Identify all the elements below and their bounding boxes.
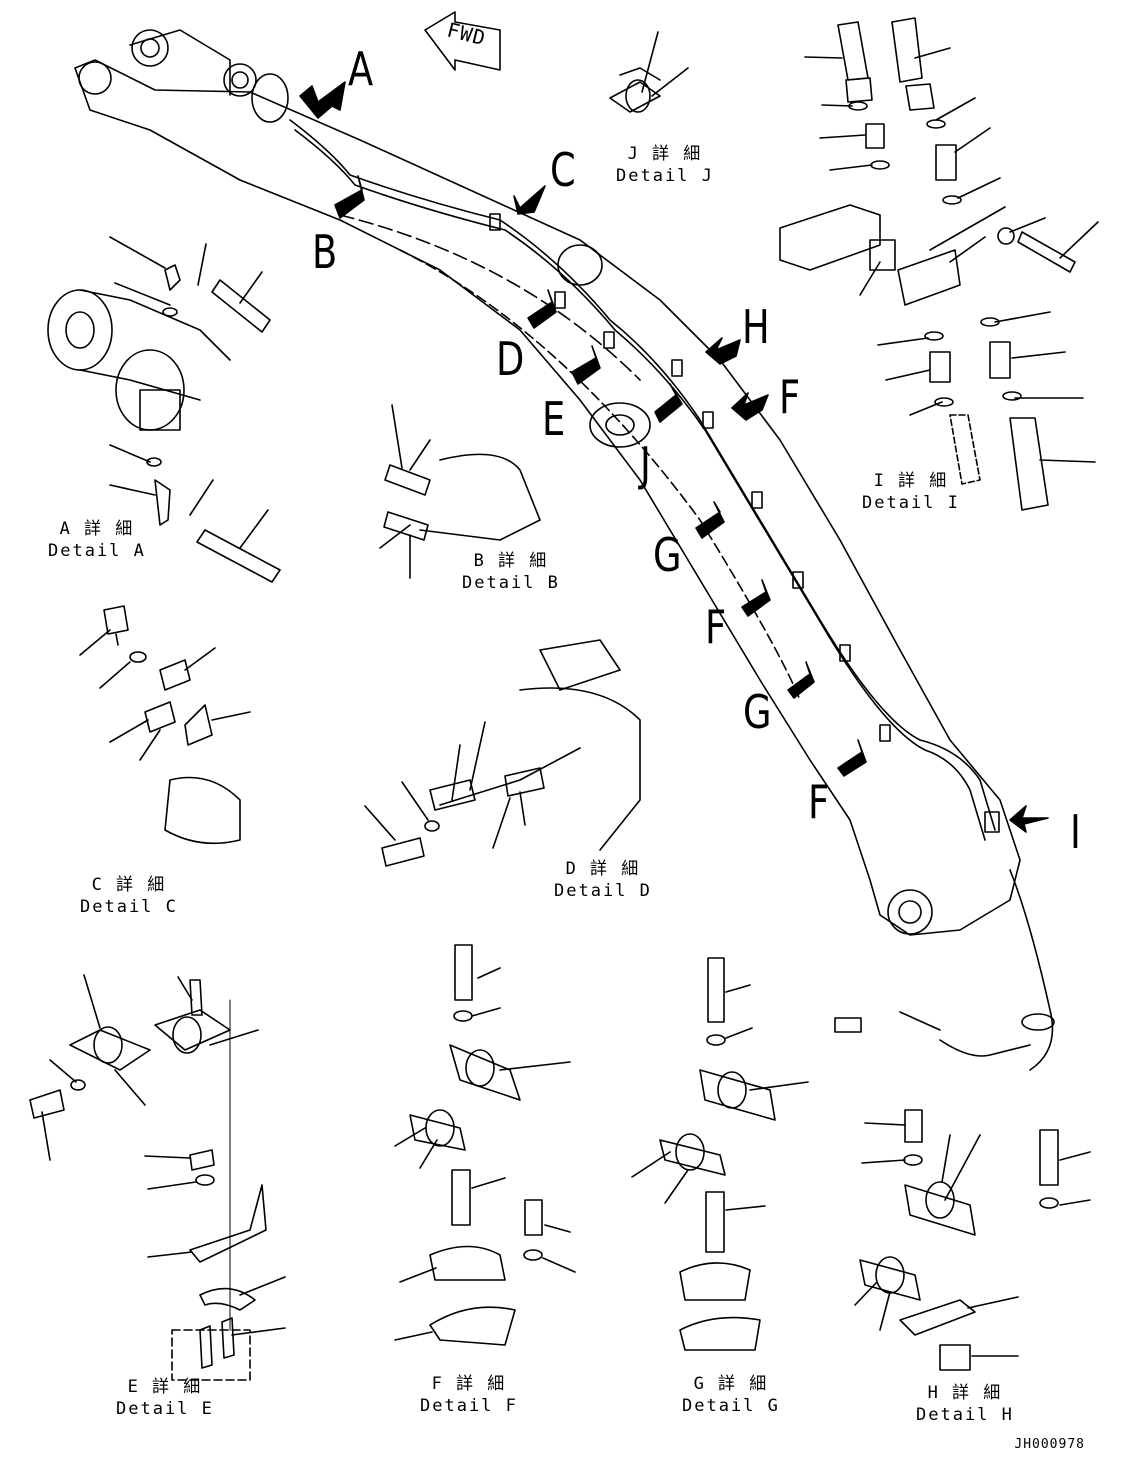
- detail-b-jp: B 詳 細: [473, 551, 549, 571]
- document-number: JH000978: [1014, 1437, 1085, 1452]
- boom-assembly: [74, 29, 1055, 1071]
- detail-f-en: Detail F: [420, 1396, 518, 1416]
- callout-label-f3: F: [808, 775, 830, 829]
- detail-a-en: Detail A: [48, 541, 146, 561]
- detail-f-caption: F 詳 細 Detail F: [420, 1373, 518, 1417]
- detail-j-caption: J 詳 細 Detail J: [616, 143, 714, 187]
- detail-c-jp: C 詳 細: [91, 875, 167, 895]
- detail-i-drawing: [779, 17, 1099, 511]
- callout-arrow-j: [654, 383, 683, 423]
- callout-arrow-h: [705, 337, 741, 365]
- detail-b-en: Detail B: [462, 573, 560, 593]
- detail-i-en: Detail I: [862, 493, 960, 513]
- callout-label-a: A: [348, 42, 374, 96]
- detail-j-jp: J 詳 細: [627, 144, 703, 164]
- callout-arrow-e: [571, 345, 601, 385]
- callout-arrow-a: [299, 81, 346, 119]
- callout-arrow-c: [513, 185, 546, 215]
- detail-f-jp: F 詳 細: [431, 1374, 507, 1394]
- callout-label-f2: F: [705, 600, 727, 654]
- callout-label-c: C: [550, 143, 577, 197]
- detail-g-en: Detail G: [682, 1396, 780, 1416]
- detail-b-caption: B 詳 細 Detail B: [462, 550, 560, 594]
- callout-label-h: H: [742, 300, 771, 354]
- callout-label-i: I: [1070, 805, 1082, 859]
- callout-label-g2: G: [743, 685, 773, 739]
- detail-e-drawing: [29, 974, 286, 1381]
- detail-e-jp: E 詳 細: [127, 1377, 203, 1397]
- detail-a-jp: A 詳 細: [59, 519, 135, 539]
- detail-f-drawing: [394, 944, 576, 1346]
- callout-arrow-f2: [741, 579, 771, 617]
- detail-h-en: Detail H: [916, 1405, 1014, 1425]
- callout-arrows: [299, 81, 1049, 833]
- detail-d-caption: D 詳 細 Detail D: [554, 858, 652, 902]
- detail-j-drawing: [609, 31, 689, 113]
- detail-c-en: Detail C: [80, 897, 178, 917]
- detail-d-jp: D 詳 細: [565, 859, 641, 879]
- detail-e-caption: E 詳 細 Detail E: [116, 1376, 214, 1420]
- callout-arrow-i: [1009, 805, 1049, 833]
- detail-b-drawing: [379, 404, 541, 579]
- callout-arrow-d: [527, 289, 557, 329]
- detail-a-drawing: [47, 236, 281, 583]
- detail-e-en: Detail E: [116, 1399, 214, 1419]
- detail-c-drawing: [79, 605, 251, 845]
- callout-arrow-g2: [787, 661, 815, 699]
- detail-c-caption: C 詳 細 Detail C: [80, 874, 178, 918]
- callout-label-j: J: [640, 437, 652, 491]
- detail-h-drawing: [854, 1109, 1091, 1371]
- callout-label-f1: F: [779, 370, 801, 424]
- detail-d-en: Detail D: [554, 881, 652, 901]
- detail-g-jp: G 詳 細: [693, 1374, 769, 1394]
- callout-arrow-f1: [731, 392, 769, 421]
- callout-arrow-f3: [837, 739, 867, 777]
- detail-h-jp: H 詳 細: [927, 1383, 1003, 1403]
- detail-j-en: Detail J: [616, 166, 714, 186]
- callout-label-b: B: [312, 225, 339, 279]
- detail-a-caption: A 詳 細 Detail A: [48, 518, 146, 562]
- detail-g-caption: G 詳 細 Detail G: [682, 1373, 780, 1417]
- detail-d-drawing: [364, 639, 641, 867]
- detail-i-jp: I 詳 細: [873, 471, 949, 491]
- fwd-arrow-icon: [424, 11, 501, 71]
- detail-h-caption: H 詳 細 Detail H: [916, 1382, 1014, 1426]
- callout-arrow-g1: [695, 501, 725, 539]
- callout-label-g1: G: [653, 528, 683, 582]
- callout-arrow-b: [334, 175, 365, 219]
- callout-label-d: D: [496, 332, 526, 386]
- detail-i-caption: I 詳 細 Detail I: [862, 470, 960, 514]
- callout-label-e: E: [542, 392, 567, 446]
- detail-g-drawing: [631, 957, 809, 1351]
